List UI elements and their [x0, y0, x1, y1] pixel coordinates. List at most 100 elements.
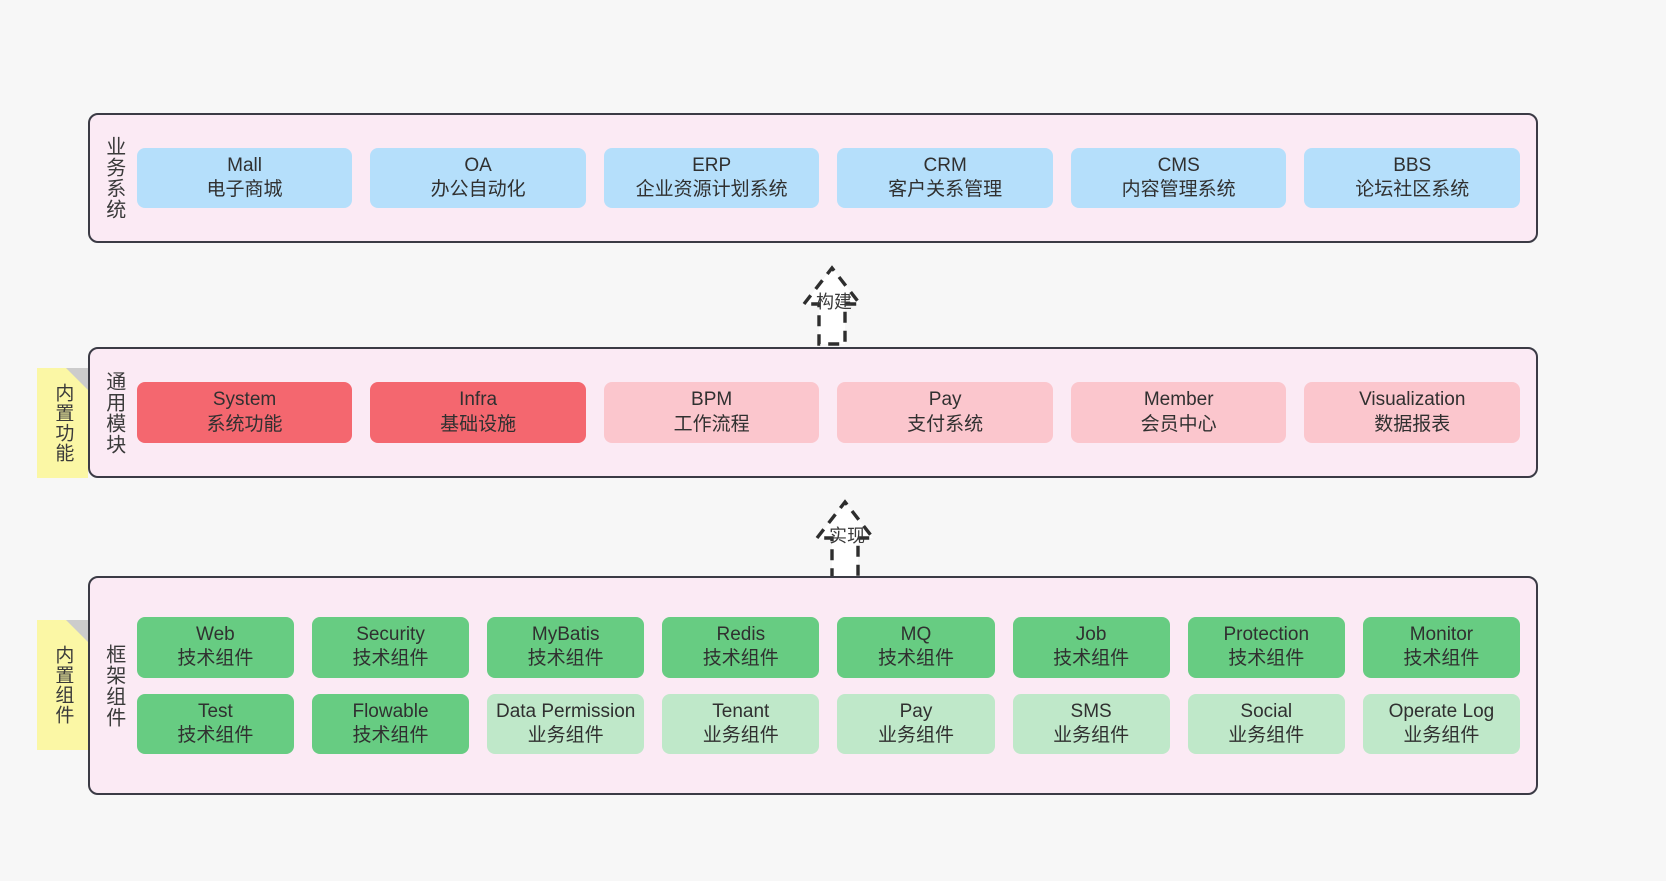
card-title: OA	[464, 154, 492, 176]
component-card-job[interactable]: Job 技术组件	[1012, 616, 1170, 678]
card-subtitle: 客户关系管理	[888, 179, 1003, 200]
card-title: Test	[197, 700, 233, 722]
card-title: BPM	[691, 389, 733, 411]
card-title: SMS	[1070, 700, 1112, 722]
sticky-fold-icon-2	[66, 620, 88, 642]
component-card-redis[interactable]: Redis 技术组件	[662, 616, 820, 678]
sticky-fold-icon	[66, 368, 88, 390]
layer-common-title: 通用模块	[102, 370, 125, 455]
card-subtitle: 技术组件	[352, 648, 429, 670]
card-subtitle: 工作流程	[673, 413, 750, 435]
component-card-mybatis[interactable]: MyBatis 技术组件	[487, 616, 645, 678]
card-title: CMS	[1157, 154, 1200, 176]
card-subtitle: 业务组件	[1403, 724, 1480, 746]
component-card-mq[interactable]: MQ 技术组件	[837, 616, 995, 678]
card-title: Tenant	[712, 700, 770, 722]
card-title: Pay	[899, 700, 933, 722]
sticky-note-builtin-features: 内置功能	[37, 368, 88, 478]
connector-build: 构建	[757, 258, 907, 348]
card-subtitle: 会员中心	[1140, 413, 1217, 435]
card-title: Mall	[227, 154, 262, 176]
card-title: Infra	[459, 389, 498, 411]
business-card-crm[interactable]: CRM 客户关系管理	[837, 147, 1053, 209]
card-subtitle: 企业资源计划系统	[635, 179, 788, 200]
connector-build-label: 构建	[816, 292, 852, 312]
card-subtitle: 技术组件	[352, 724, 429, 746]
card-title: System	[212, 389, 277, 411]
layer-business-title: 业务系统	[102, 136, 125, 220]
card-title: Job	[1075, 623, 1107, 645]
build-arrow-shape	[800, 265, 864, 346]
connector-implement-label: 实现	[829, 526, 865, 546]
card-subtitle: 技术组件	[1403, 648, 1480, 670]
card-title: Pay	[928, 389, 962, 411]
sticky-note-common-label: 内置功能	[52, 383, 74, 463]
card-subtitle: 电子商城	[206, 179, 283, 200]
card-subtitle: 技术组件	[177, 724, 254, 746]
card-subtitle: 业务组件	[527, 724, 604, 746]
card-title: Flowable	[352, 700, 429, 722]
card-title: Social	[1240, 700, 1293, 722]
card-subtitle: 基础设施	[440, 413, 517, 435]
business-card-mall[interactable]: Mall 电子商城	[136, 147, 353, 209]
card-subtitle: 数据报表	[1374, 413, 1451, 435]
component-card-monitor[interactable]: Monitor 技术组件	[1362, 616, 1520, 678]
card-title: Member	[1143, 389, 1214, 411]
card-subtitle: 技术组件	[527, 648, 604, 670]
card-subtitle: 支付系统	[907, 413, 984, 435]
card-subtitle: 业务组件	[877, 724, 954, 746]
card-subtitle: 业务组件	[1053, 724, 1130, 746]
card-title: CRM	[923, 154, 967, 176]
sticky-note-framework-label: 内置组件	[52, 645, 74, 725]
card-title: Web	[196, 623, 235, 645]
card-subtitle: 办公自动化	[430, 179, 526, 200]
card-subtitle: 业务组件	[702, 724, 779, 746]
business-card-oa[interactable]: OA 办公自动化	[370, 147, 586, 209]
card-title: Protection	[1223, 623, 1310, 645]
card-subtitle: 技术组件	[1228, 648, 1305, 670]
card-title: Monitor	[1409, 623, 1474, 645]
card-title: Operate Log	[1388, 700, 1495, 722]
card-subtitle: 技术组件	[702, 648, 779, 670]
layer-business-system: 业务系统 Mall 电子商城 OA 办公自动化 ERP 企业资源计划系统 CRM 客户关系管理…	[88, 113, 1538, 243]
business-card-bbs[interactable]: BBS 论坛社区系统	[1304, 147, 1520, 209]
card-title: MyBatis	[531, 623, 600, 645]
card-subtitle: 技术组件	[877, 648, 954, 670]
card-title: BBS	[1393, 154, 1432, 176]
card-subtitle: 系统功能	[206, 413, 283, 435]
card-title: Visualization	[1359, 389, 1466, 411]
card-title: ERP	[692, 154, 732, 176]
card-subtitle: 论坛社区系统	[1355, 179, 1470, 200]
business-card-erp[interactable]: ERP 企业资源计划系统	[603, 147, 820, 209]
card-subtitle: 技术组件	[1053, 648, 1130, 670]
implement-arrow-shape	[813, 499, 877, 580]
card-title: MQ	[900, 623, 932, 645]
component-card-protection[interactable]: Protection 技术组件	[1187, 616, 1345, 678]
connector-implement: 实现	[770, 492, 920, 582]
card-title: Redis	[716, 623, 766, 645]
sticky-note-builtin-components: 内置组件	[37, 620, 88, 750]
